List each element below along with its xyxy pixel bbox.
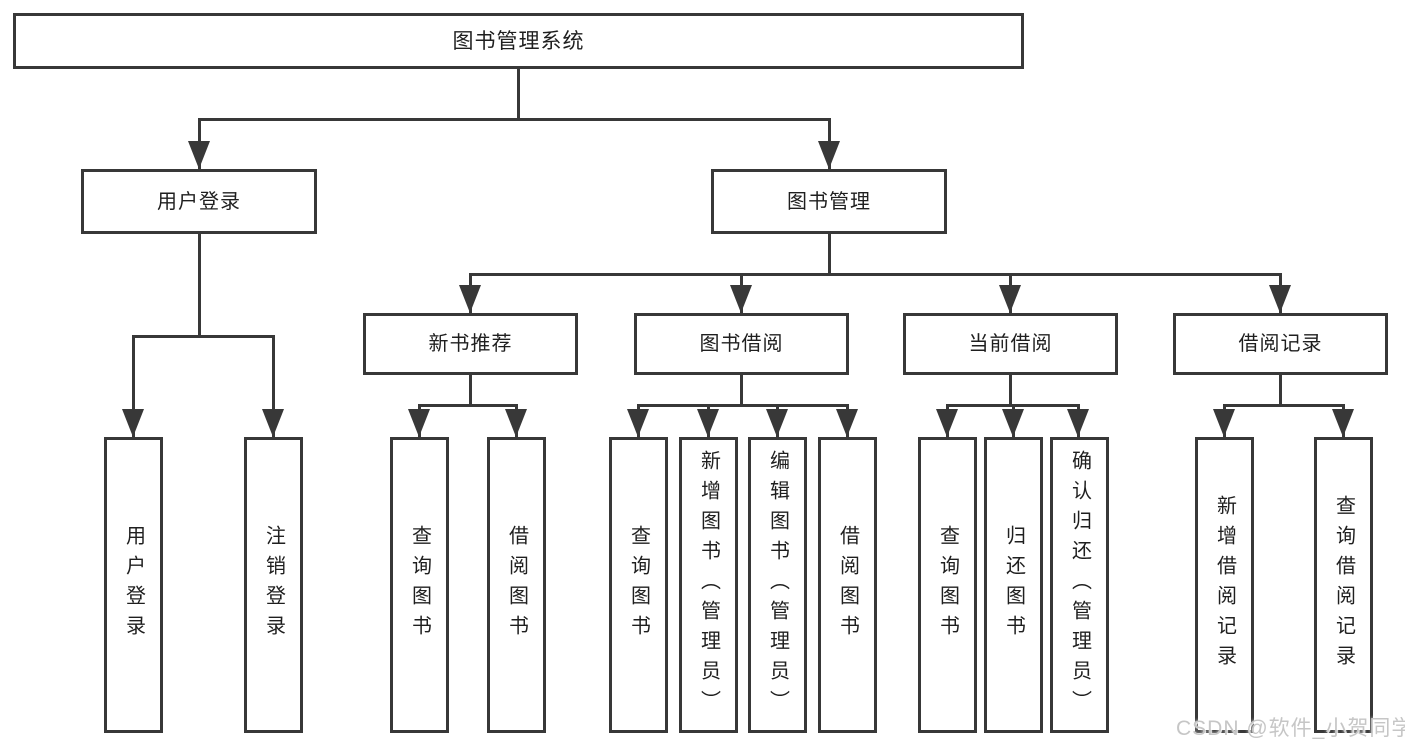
arrow-down-icon [1067,409,1089,437]
connector-line [1279,374,1282,406]
leaf-borrow-books-1: 借阅图书 [487,437,546,733]
arrow-down-icon [188,141,210,169]
arrow-down-icon [505,409,527,437]
connector-line [469,374,472,406]
leaf-add-book-admin: 新增图书（管理员） [679,437,738,733]
connector-line [418,404,518,407]
connector-line [1009,374,1012,406]
leaf-label: 新增借阅记录 [1213,495,1236,675]
leaf-query-borrow-record: 查询借阅记录 [1314,437,1373,733]
node-label: 借阅记录 [1238,333,1323,355]
arrow-down-icon [1332,409,1354,437]
leaf-query-books-2: 查询图书 [609,437,668,733]
node-label: 图书管理 [787,190,871,213]
connector-line [198,118,831,121]
arrow-down-icon [1002,409,1024,437]
leaf-label: 新增图书（管理员） [697,450,720,720]
leaf-add-borrow-record: 新增借阅记录 [1195,437,1254,733]
connector-line [637,404,849,407]
leaf-label: 查询借阅记录 [1332,495,1355,675]
leaf-label: 查询图书 [408,525,431,645]
arrow-down-icon [459,285,481,313]
connector-line [198,233,201,337]
node-label: 图书管理系统 [452,29,585,53]
node-book-management: 图书管理 [711,169,947,234]
leaf-label: 借阅图书 [505,525,528,645]
leaf-label: 注销登录 [262,525,285,645]
csdn-watermark: CSDN @软件_小贺同学 [1176,717,1405,740]
leaf-label: 编辑图书（管理员） [766,450,789,720]
connector-line [517,69,520,120]
arrow-down-icon [122,409,144,437]
leaf-label: 用户登录 [122,525,145,645]
arrow-down-icon [1213,409,1235,437]
leaf-query-books-3: 查询图书 [918,437,977,733]
arrow-down-icon [1269,285,1291,313]
connector-line [469,273,1282,276]
leaf-logout: 注销登录 [244,437,303,733]
leaf-return-books: 归还图书 [984,437,1043,733]
connector-line [1223,404,1345,407]
connector-line [272,335,275,437]
arrow-down-icon [766,409,788,437]
leaf-label: 查询图书 [627,525,650,645]
arrow-down-icon [262,409,284,437]
arrow-down-icon [999,285,1021,313]
leaf-label: 确认归还（管理员） [1068,450,1091,720]
leaf-label: 归还图书 [1002,525,1025,645]
node-book-borrowing: 图书借阅 [634,313,849,375]
leaf-edit-book-admin: 编辑图书（管理员） [748,437,807,733]
node-current-borrowing: 当前借阅 [903,313,1118,375]
leaf-label: 借阅图书 [836,525,859,645]
node-borrowing-records: 借阅记录 [1173,313,1388,375]
leaf-confirm-return-admin: 确认归还（管理员） [1050,437,1109,733]
node-user-login: 用户登录 [81,169,317,234]
node-book-management-system: 图书管理系统 [13,13,1024,69]
node-new-book-recommend: 新书推荐 [363,313,578,375]
connector-line [828,233,831,275]
connector-line [132,335,135,437]
leaf-user-login: 用户登录 [104,437,163,733]
connector-line [740,374,743,406]
connector-line [132,335,275,338]
arrow-down-icon [818,141,840,169]
arrow-down-icon [408,409,430,437]
leaf-borrow-books-2: 借阅图书 [818,437,877,733]
leaf-label: 查询图书 [936,525,959,645]
node-label: 图书借阅 [699,333,784,355]
arrow-down-icon [936,409,958,437]
node-label: 用户登录 [157,190,241,213]
arrow-down-icon [836,409,858,437]
node-label: 新书推荐 [428,333,513,355]
arrow-down-icon [627,409,649,437]
leaf-query-books-1: 查询图书 [390,437,449,733]
arrow-down-icon [730,285,752,313]
node-label: 当前借阅 [968,333,1053,355]
arrow-down-icon [697,409,719,437]
